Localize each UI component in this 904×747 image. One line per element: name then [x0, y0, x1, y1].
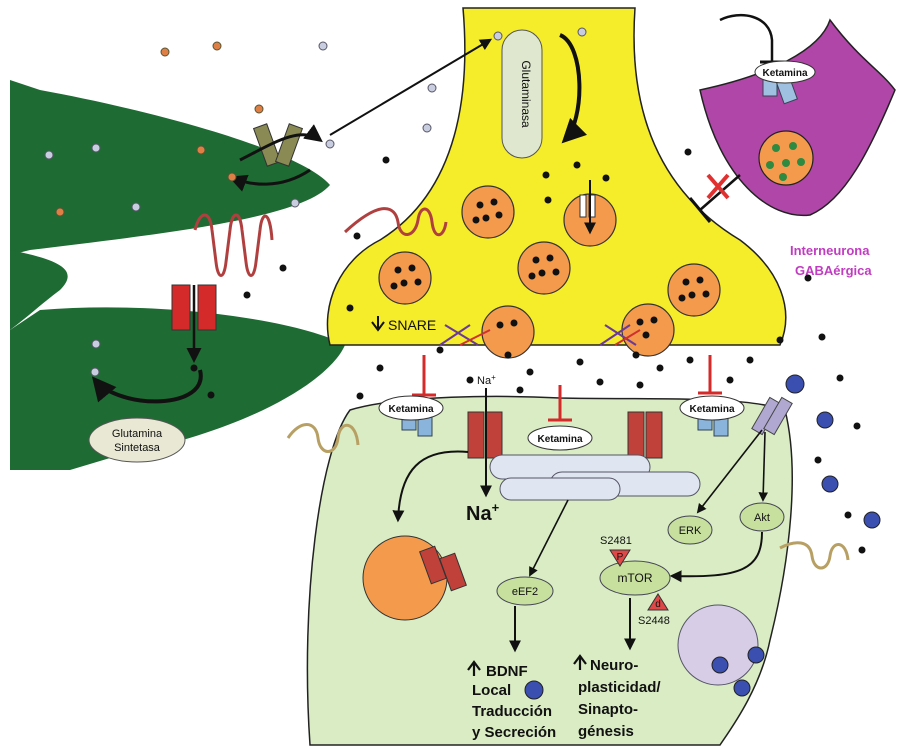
astrocyte-upper-lobe: [10, 80, 330, 255]
neuro-line-3: Sinapto-: [578, 701, 638, 718]
glutamina-sintetasa-label-2: Sintetasa: [114, 442, 161, 454]
s2481-label: S2481: [600, 535, 632, 547]
interneurona-label-1: Interneurona: [790, 243, 870, 258]
phospho-d-label: d: [655, 599, 661, 610]
inhibit-line-ketamina-top: [720, 15, 772, 62]
mtor-label: mTOR: [617, 571, 652, 585]
neuro-line-1: Neuro-: [590, 657, 638, 674]
ketamina-label-interneuron: Ketamina: [762, 68, 807, 79]
ketamina-label-right: Ketamina: [689, 404, 734, 415]
na-small-label: Na+: [477, 373, 496, 387]
ketamina-label-left: Ketamina: [388, 404, 433, 415]
bdnf-molecule: [525, 681, 543, 699]
gaba-interneuron: [700, 20, 895, 215]
bdnf-line-1: BDNF: [486, 663, 528, 680]
ketamina-label-center: Ketamina: [537, 434, 582, 445]
s2448-label: S2448: [638, 615, 670, 627]
akt-label: Akt: [754, 512, 770, 524]
neuro-line-4: génesis: [578, 723, 634, 740]
glutamina-sintetasa-enzyme: [89, 418, 185, 462]
glutaminasa-label: Glutaminasa: [519, 60, 533, 128]
bdnf-line-3: Traducción: [472, 703, 552, 720]
glutamina-sintetasa-label-1: Glutamina: [112, 428, 163, 440]
bdnf-line-2: Local: [472, 682, 511, 699]
phospho-p-label: P: [617, 552, 624, 563]
erk-label: ERK: [679, 525, 702, 537]
bdnf-line-4: y Secreción: [472, 724, 556, 741]
neuro-line-2: plasticidad/: [578, 679, 661, 696]
inhibit-line-interneuron: [700, 175, 740, 210]
eef2-label: eEF2: [512, 586, 538, 598]
snare-label: SNARE: [388, 317, 436, 333]
postsynaptic-receptor-coil-right: [780, 543, 848, 568]
